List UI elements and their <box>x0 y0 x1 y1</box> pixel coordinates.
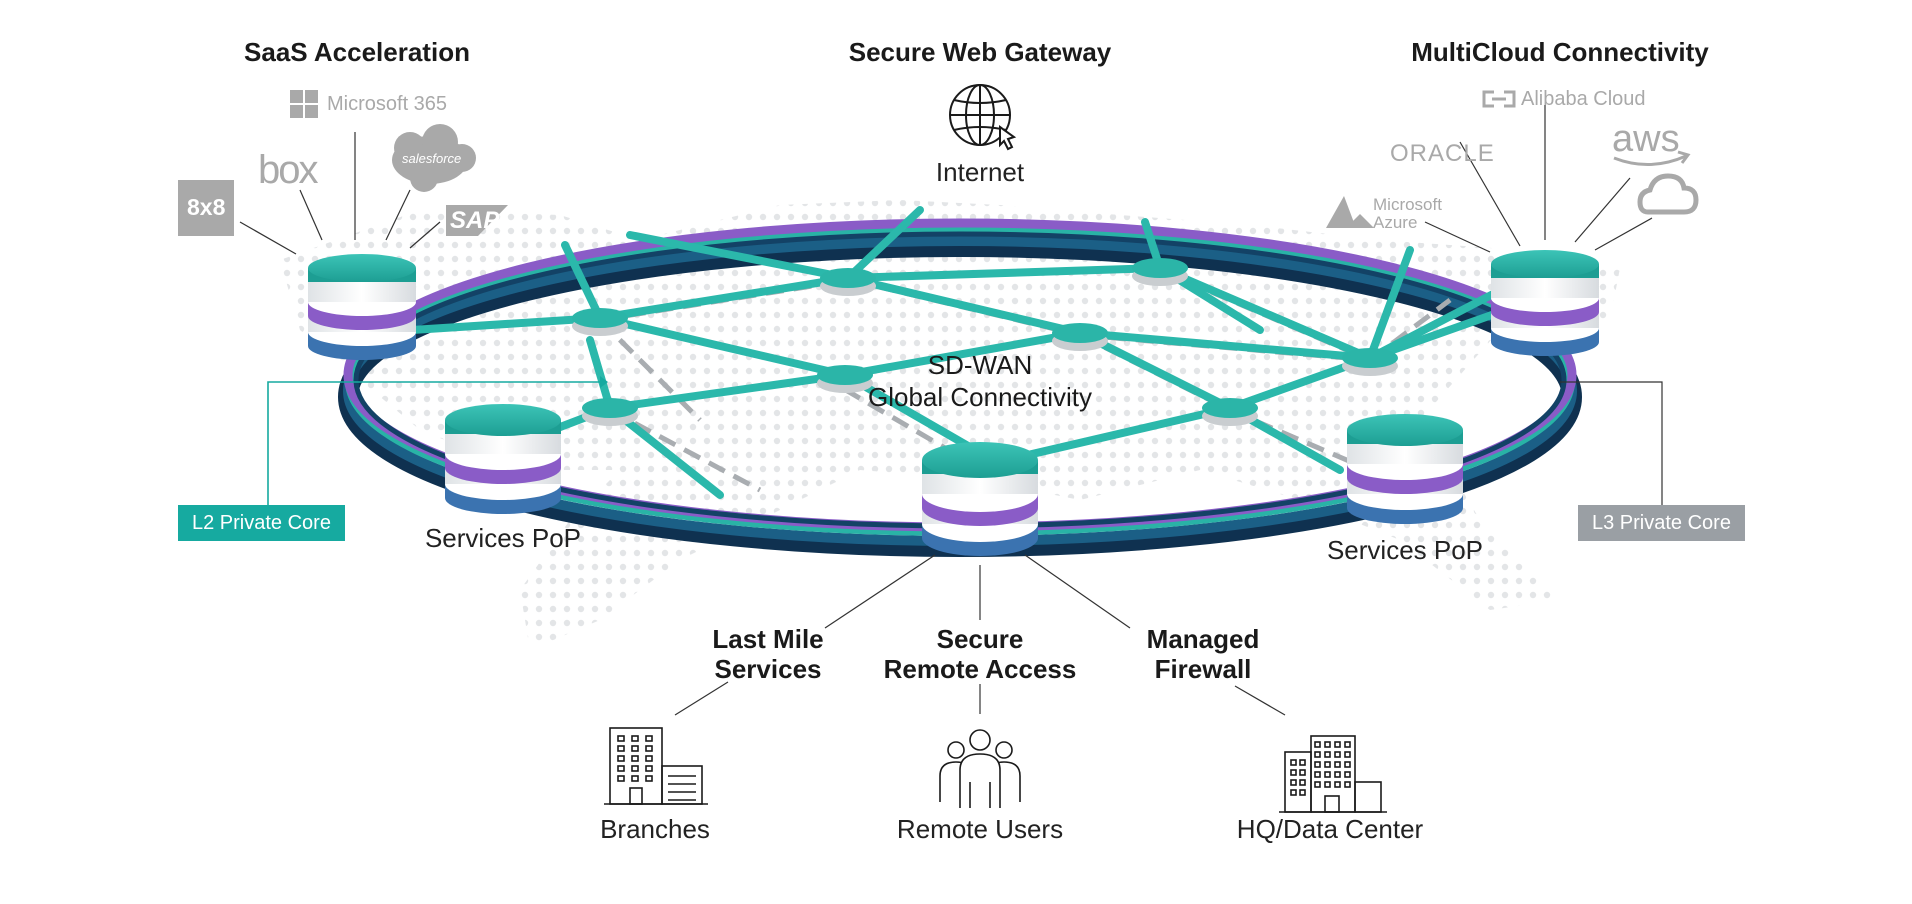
azure-text: Microsoft Azure <box>1373 196 1442 232</box>
alibaba-cloud-text: Alibaba Cloud <box>1521 88 1646 110</box>
oracle-text: ORACLE <box>1390 140 1495 167</box>
hq-datacenter-label: HQ/Data Center <box>1236 814 1424 844</box>
sap-logo <box>446 205 508 236</box>
salesforce-logo <box>392 124 476 192</box>
mesh-node <box>1052 323 1108 351</box>
azure-text-line1: Microsoft <box>1373 195 1442 214</box>
sdwan-center-label: SD-WAN Global Connectivity <box>868 349 1092 413</box>
branches-label: Branches <box>600 814 710 844</box>
pop-right <box>1347 414 1463 524</box>
sap-text: SAP <box>450 207 500 234</box>
azure-text-line2: Azure <box>1373 213 1418 232</box>
sdwan-title: SD-WAN <box>927 350 1033 380</box>
l3-private-core-badge: L3 Private Core <box>1578 505 1745 541</box>
mesh-node <box>582 398 638 426</box>
alibaba-cloud-logo <box>1482 90 1516 108</box>
microsoft365-logo <box>290 90 318 118</box>
services-pop-right-label: Services PoP <box>1326 535 1484 565</box>
hq-datacenter-icon <box>1279 735 1387 813</box>
managed-firewall-label: Managed Firewall <box>1147 624 1260 684</box>
saas-acceleration-title: SaaS Acceleration <box>244 37 470 67</box>
azure-logo <box>1326 196 1374 228</box>
l2-private-core-badge: L2 Private Core <box>178 505 345 541</box>
mesh-node <box>820 268 876 296</box>
mesh-node <box>1132 258 1188 286</box>
branches-icon <box>604 727 708 805</box>
pop-multicloud <box>1491 250 1599 356</box>
eightbyeight-logo <box>178 180 234 236</box>
mesh-node <box>572 308 628 336</box>
mesh-node <box>817 365 873 393</box>
last-mile-line2: Services <box>714 654 822 684</box>
last-mile-line1: Last Mile <box>712 624 824 654</box>
callout-lines <box>239 105 1663 716</box>
eightbyeight-text: 8x8 <box>187 194 226 220</box>
firewall-line1: Managed <box>1146 624 1260 654</box>
secure-web-gateway-title: Secure Web Gateway <box>848 37 1112 67</box>
mesh-node <box>1342 348 1398 376</box>
mesh-nodes <box>572 258 1398 426</box>
pop-saas <box>308 254 416 360</box>
remote-users-icon <box>939 729 1021 808</box>
box-text: box <box>258 148 318 192</box>
salesforce-text: salesforce <box>402 151 462 166</box>
mesh-node <box>1202 398 1258 426</box>
l2-connector <box>267 381 600 505</box>
globe-icon <box>949 84 1017 151</box>
remote-access-line2: Remote Access <box>883 654 1077 684</box>
google-cloud-logo <box>1637 173 1699 215</box>
last-mile-services-label: Last Mile Services <box>712 624 823 684</box>
services-pop-left-label: Services PoP <box>424 523 582 553</box>
pop-stacks <box>308 250 1599 556</box>
multicloud-connectivity-title: MultiCloud Connectivity <box>1411 37 1709 67</box>
pop-left <box>445 404 561 514</box>
remote-access-line1: Secure <box>936 624 1024 654</box>
pop-center <box>922 442 1038 556</box>
firewall-line2: Firewall <box>1154 654 1252 684</box>
microsoft365-text: Microsoft 365 <box>327 93 448 115</box>
secure-remote-access-label: Secure Remote Access <box>884 624 1077 684</box>
global-connectivity-title: Global Connectivity <box>868 382 1092 412</box>
l2-arrow <box>600 376 608 388</box>
aws-text: aws <box>1612 118 1680 160</box>
internet-label: Internet <box>935 157 1025 187</box>
aws-logo <box>1613 150 1691 167</box>
remote-users-label: Remote Users <box>896 814 1064 844</box>
